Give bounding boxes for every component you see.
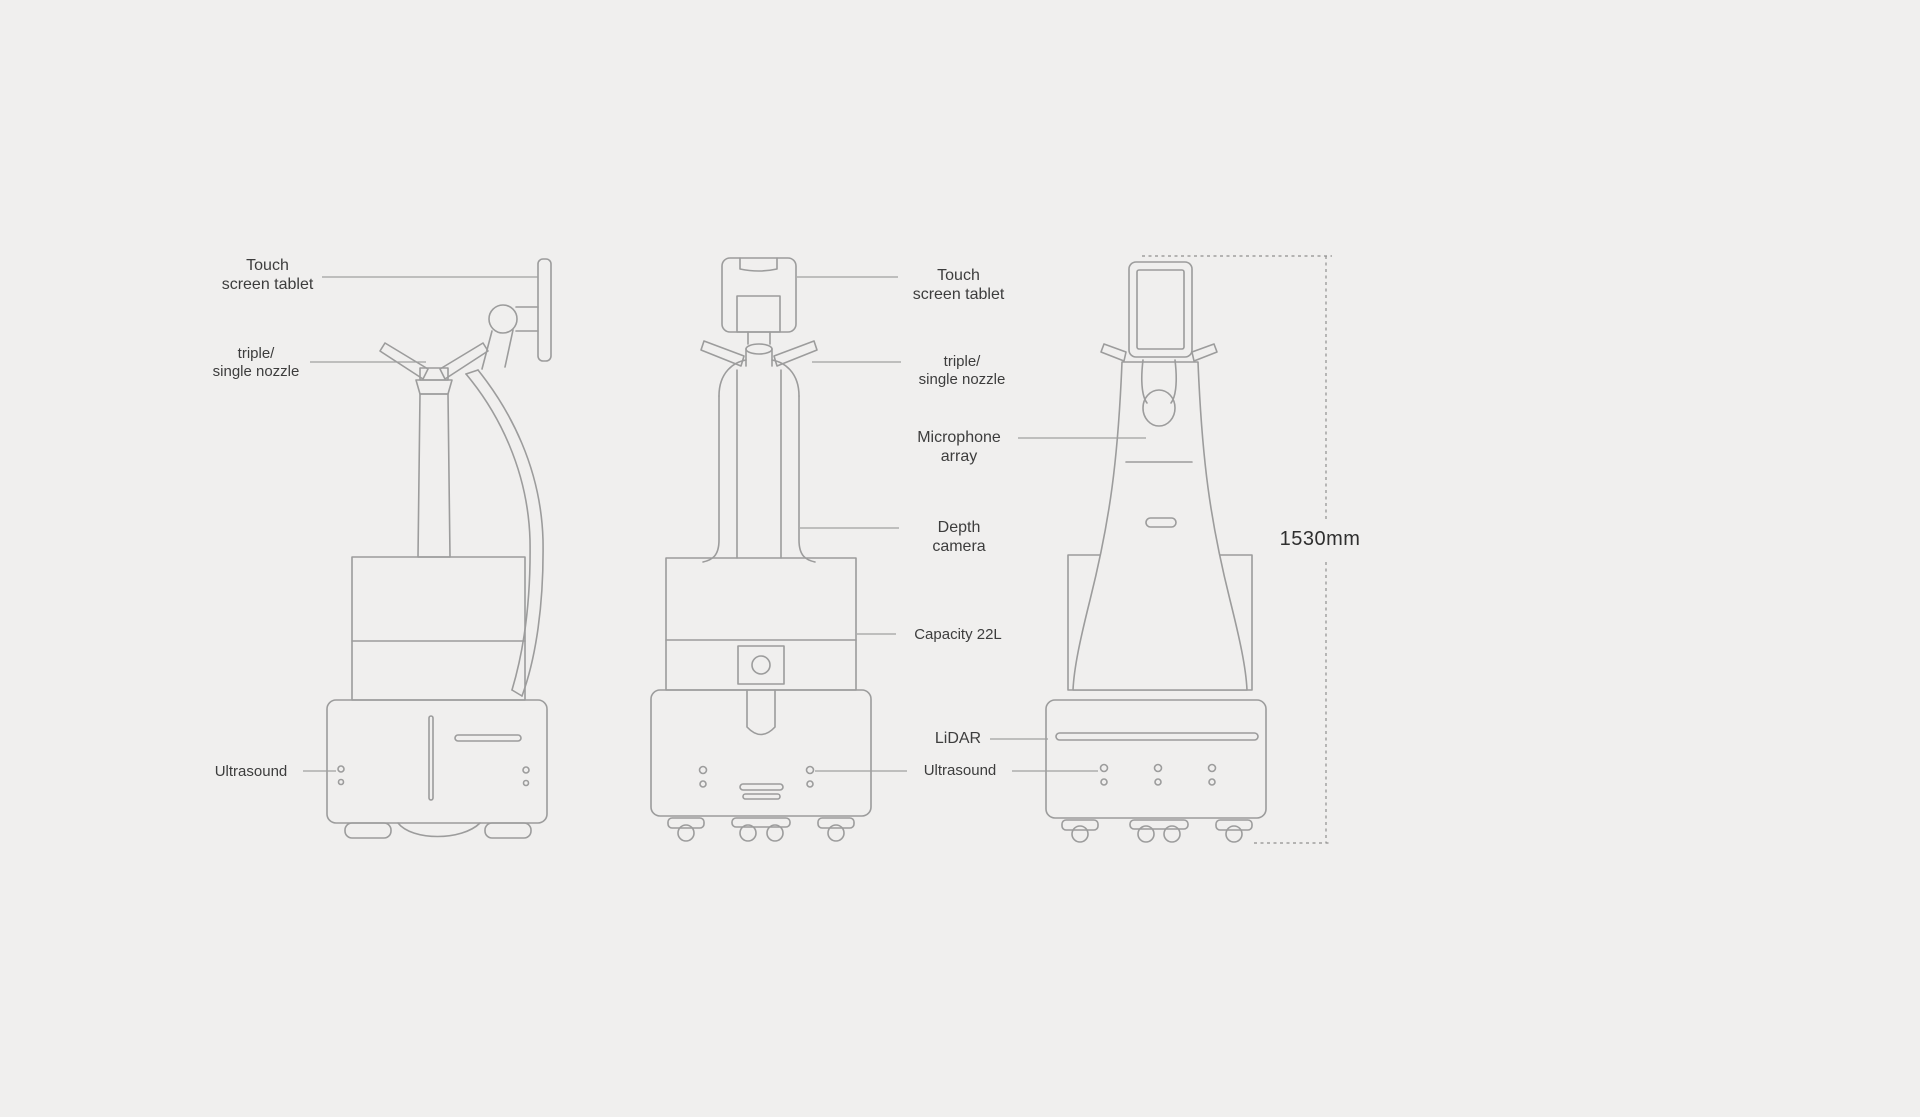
nozzle-wings — [700, 340, 745, 367]
ultrasound-sensor — [698, 765, 708, 775]
wheel — [667, 817, 705, 829]
column — [417, 393, 451, 558]
leader-lines — [303, 276, 1146, 772]
base — [650, 689, 872, 817]
wheel — [1061, 819, 1099, 831]
nozzle-wings — [1100, 343, 1127, 362]
label-depth-camera: Depth camera — [932, 519, 986, 555]
label-triple-single-nozzle-mid: triple/ single nozzle — [918, 353, 1006, 388]
robot-front-view — [1045, 261, 1267, 843]
label-triple-single-nozzle-left: triple/ single nozzle — [212, 345, 300, 380]
lidar-slot — [1055, 732, 1259, 741]
label-capacity-22l: Capacity 22L — [914, 626, 1002, 643]
tablet-screen — [1136, 269, 1185, 350]
label-ultrasound-left: Ultrasound — [214, 763, 288, 780]
body-shell — [1072, 361, 1248, 691]
handle — [465, 373, 531, 691]
tablet-front — [1128, 261, 1193, 358]
tablet-edge — [537, 258, 552, 362]
nozzle-cup — [745, 343, 773, 355]
wheel — [344, 822, 392, 839]
label-touch-screen-tablet-left: Touch screen tablet — [221, 257, 314, 293]
ultrasound-sensor — [1099, 763, 1109, 773]
label-lidar: LiDAR — [934, 730, 982, 747]
arm-joint — [488, 304, 518, 334]
depth-camera-slot — [1145, 517, 1177, 528]
robot-side-view — [326, 258, 552, 839]
dimension-lines — [1142, 255, 1332, 844]
nozzle-wings — [379, 342, 429, 380]
base — [326, 699, 548, 824]
microphone-array-opening — [1142, 389, 1176, 427]
label-ultrasound-mid: Ultrasound — [923, 762, 997, 779]
robot-rear-view — [650, 257, 872, 842]
tablet-back — [721, 257, 797, 333]
ultrasound-sensor — [337, 765, 345, 773]
dimension-height-label: 1530mm — [1279, 528, 1361, 550]
label-microphone-array: Microphone array — [917, 429, 1001, 465]
tank — [351, 556, 526, 701]
label-touch-screen-tablet-mid: Touch screen tablet — [912, 267, 1005, 303]
base — [1045, 699, 1267, 819]
tank — [665, 557, 857, 691]
